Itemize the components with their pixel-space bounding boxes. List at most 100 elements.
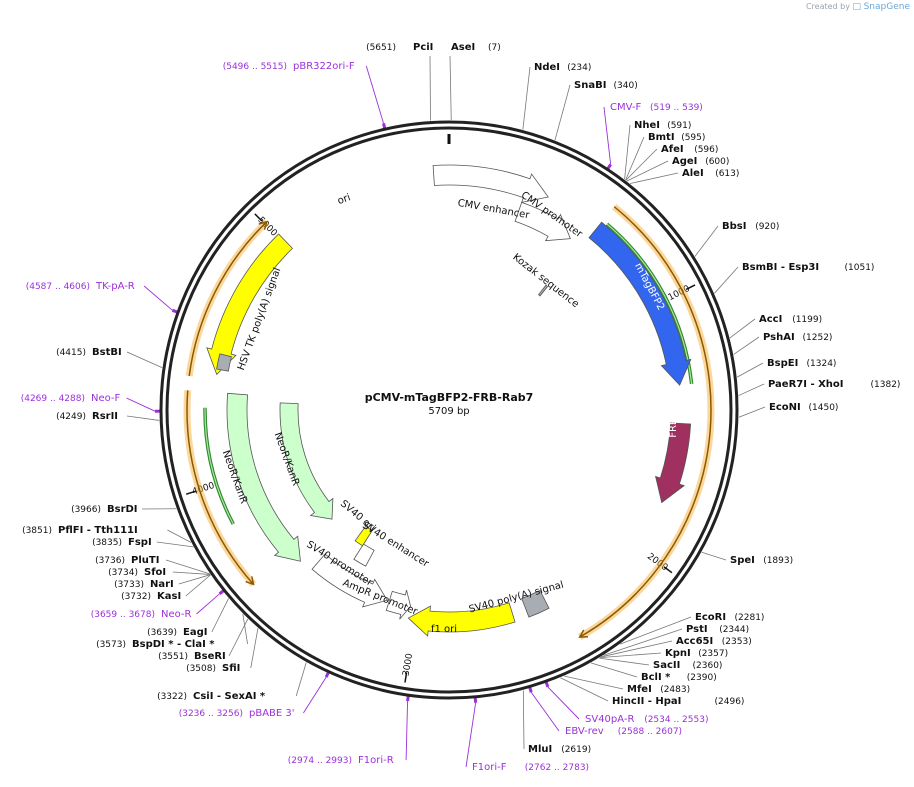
feature-kozak-sequence[interactable] (537, 284, 549, 297)
orf-arrowhead (245, 576, 255, 586)
enzyme-name[interactable]: EcoRI (695, 612, 726, 623)
feature-neor-kanr[interactable] (279, 402, 334, 520)
enzyme-name[interactable]: BmtI (648, 132, 675, 143)
enzyme-position: (1382) (871, 380, 901, 390)
enzyme-name[interactable]: KpnI (665, 648, 691, 659)
primer-range: (2974 .. 2993) (288, 756, 352, 766)
feature-f1-ori[interactable] (407, 602, 516, 637)
enzyme-name[interactable]: PaeR7I - XhoI (768, 379, 844, 390)
enzyme-position: (1199) (792, 315, 822, 325)
enzyme-name[interactable]: BstBI (92, 347, 122, 358)
orf-arc (579, 206, 712, 638)
tick-mark (663, 566, 673, 574)
enzyme-position: (1324) (807, 359, 837, 369)
enzyme-position: (4249) (56, 412, 86, 422)
orf-arrowhead (578, 629, 588, 638)
tick-mark (254, 213, 263, 222)
feature-cmv-enhancer[interactable] (432, 164, 549, 203)
enzyme-name[interactable]: EcoNI (769, 402, 801, 413)
enzyme-name[interactable]: SnaBI (574, 80, 606, 91)
primer-name[interactable]: Neo-R (161, 609, 192, 620)
feature-label: ori (336, 192, 352, 207)
enzyme-name[interactable]: EagI (183, 627, 207, 638)
enzyme-name[interactable]: BsmBI - Esp3I (742, 262, 819, 273)
enzyme-name[interactable]: NarI (150, 579, 174, 590)
credit-prefix: Created by (805, 2, 850, 11)
enzyme-position: (1450) (809, 403, 839, 413)
enzyme-name[interactable]: MfeI (627, 684, 652, 695)
enzyme-name[interactable]: PflFI - Tth111I (58, 525, 138, 536)
enzyme-name[interactable]: NdeI (534, 62, 560, 73)
primer-range: (3659 .. 3678) (91, 610, 155, 620)
feature-sv40-poly-a-signal[interactable] (521, 589, 550, 618)
feature-label: SV40 poly(A) signal (468, 580, 565, 616)
primer-range: (4587 .. 4606) (26, 282, 90, 292)
snapgene-credit: Created by □ SnapGene (806, 2, 910, 12)
enzyme-position: (4415) (56, 348, 86, 358)
enzyme-name[interactable]: AgeI (672, 156, 697, 167)
enzyme-position: (3732) (121, 592, 151, 602)
enzyme-position: (596) (694, 145, 718, 155)
enzyme-name[interactable]: PciI (413, 42, 433, 53)
enzyme-name[interactable]: PstI (686, 624, 708, 635)
feature-neor-kanr[interactable] (226, 392, 301, 562)
enzyme-position: (3966) (71, 505, 101, 515)
enzyme-position: (591) (667, 121, 691, 131)
enzyme-name[interactable]: Acc65I (676, 636, 713, 647)
primer-name[interactable]: TK-pA-R (95, 281, 135, 292)
enzyme-name[interactable]: BsrDI (107, 504, 138, 515)
enzyme-name[interactable]: BspEI (767, 358, 798, 369)
enzyme-name[interactable]: BbsI (722, 221, 746, 232)
enzyme-name[interactable]: AseI (451, 42, 475, 53)
enzyme-name[interactable]: PluTI (131, 555, 159, 566)
enzyme-name[interactable]: SfiI (222, 663, 240, 674)
orf-arrowhead (258, 220, 268, 230)
feature-ori[interactable] (206, 233, 294, 376)
feature-mtagbfp2[interactable] (588, 221, 692, 386)
primer-range: (2588 .. 2607) (618, 727, 682, 737)
feature-sv40-enhancer[interactable] (353, 543, 375, 567)
primer-name[interactable]: pBR322ori-F (293, 61, 355, 72)
enzyme-name[interactable]: BclI * (641, 672, 671, 683)
orf-arc (186, 390, 255, 585)
enzyme-position: (3639) (147, 628, 177, 638)
enzyme-name[interactable]: CsiI - SexAI * (193, 691, 266, 702)
feature-sv40-ori[interactable] (354, 525, 373, 547)
enzyme-name[interactable]: NheI (634, 120, 660, 131)
feature-label: Kozak sequence (510, 252, 580, 310)
enzyme-name[interactable]: SfoI (144, 567, 166, 578)
enzyme-position: (340) (614, 81, 638, 91)
enzyme-name[interactable]: FspI (128, 537, 152, 548)
enzyme-name[interactable]: PshAI (763, 332, 795, 343)
feature-frb[interactable] (655, 422, 692, 504)
enzyme-name[interactable]: AccI (759, 314, 782, 325)
primer-name[interactable]: CMV-F (610, 102, 641, 113)
enzyme-name[interactable]: KasI (157, 591, 181, 602)
feature-cmv-promoter[interactable] (514, 201, 571, 242)
plasmid-size: 5709 bp (428, 406, 469, 417)
primer-name[interactable]: F1ori-R (358, 755, 394, 766)
enzyme-position: (2344) (719, 625, 749, 635)
enzyme-name[interactable]: AfeI (661, 144, 684, 155)
enzyme-name[interactable]: SpeI (730, 555, 755, 566)
primer-name[interactable]: Neo-F (91, 393, 121, 404)
feature-hsv-tk-poly-a-signal[interactable] (216, 353, 232, 372)
enzyme-name[interactable]: HincII - HpaI (612, 696, 681, 707)
feature-label: FRB (668, 418, 679, 438)
primer-name[interactable]: SV40pA-R (585, 714, 634, 725)
primer-range: (5496 .. 5515) (223, 62, 287, 72)
primer-name[interactable]: pBABE 3' (249, 708, 295, 719)
enzyme-name[interactable]: AleI (682, 168, 704, 179)
enzyme-name[interactable]: MluI (528, 744, 552, 755)
enzyme-position: (234) (567, 63, 591, 73)
enzyme-name[interactable]: BspDI * - ClaI * (132, 639, 215, 650)
tick-label: 3000 (402, 652, 416, 676)
feature-sv40-promoter[interactable] (311, 553, 388, 608)
enzyme-position: (2483) (660, 685, 690, 695)
primer-name[interactable]: F1ori-F (472, 762, 507, 773)
enzyme-name[interactable]: SacII (653, 660, 680, 671)
feature-ampr-promoter[interactable] (385, 589, 412, 620)
primer-name[interactable]: EBV-rev (565, 726, 604, 737)
enzyme-name[interactable]: BseRI (194, 651, 226, 662)
enzyme-name[interactable]: RsrII (92, 411, 118, 422)
